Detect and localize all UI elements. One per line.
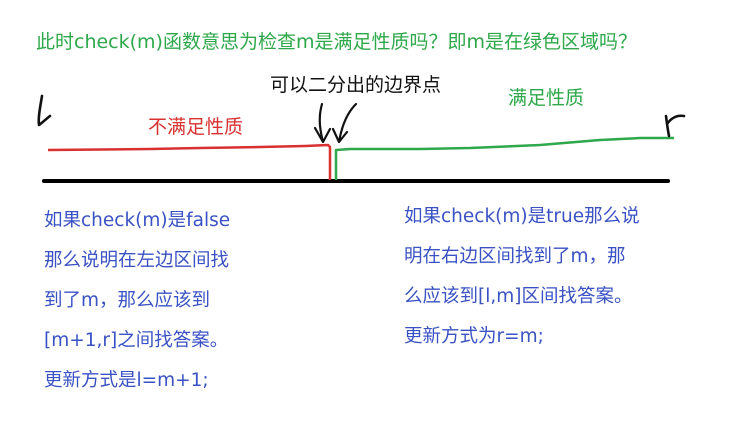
false-case-line: 到了m，那么应该到	[44, 290, 211, 311]
boundary-arrow-right	[331, 102, 358, 144]
true-case-line: 么应该到[l,m]区间找答案。	[404, 286, 633, 307]
true-case-line: 更新方式为r=m;	[404, 326, 544, 347]
true-case-line: 如果check(m)是true那么说	[404, 206, 640, 227]
right-pointer-mark	[664, 114, 686, 138]
true-case-line: 明在右边区间找到了m，那	[404, 246, 626, 267]
true-case-explanation: 如果check(m)是true那么说 明在右边区间找到了m，那 么应该到[l,m…	[404, 197, 640, 357]
boundary-point-label: 可以二分出的边界点	[270, 74, 442, 96]
boundary-arrow-left	[313, 102, 332, 144]
check-question-title: 此时check(m)函数意思为检查m是满足性质吗？即m是在绿色区域吗？	[36, 31, 637, 53]
false-case-line: [m+1,r]之间找答案。	[44, 330, 229, 351]
false-case-explanation: 如果check(m)是false 那么说明在左边区间找 到了m，那么应该到 [m…	[44, 201, 230, 401]
left-pointer-mark	[37, 94, 52, 127]
satisfy-region-line	[334, 136, 674, 180]
false-case-line: 更新方式是l=m+1;	[44, 370, 209, 391]
false-case-line: 如果check(m)是false	[44, 210, 231, 231]
not-satisfy-region-label: 不满足性质	[148, 116, 244, 138]
satisfy-region-label: 满足性质	[508, 87, 585, 109]
not-satisfy-region-line	[47, 143, 332, 180]
false-case-line: 那么说明在左边区间找	[44, 250, 230, 271]
